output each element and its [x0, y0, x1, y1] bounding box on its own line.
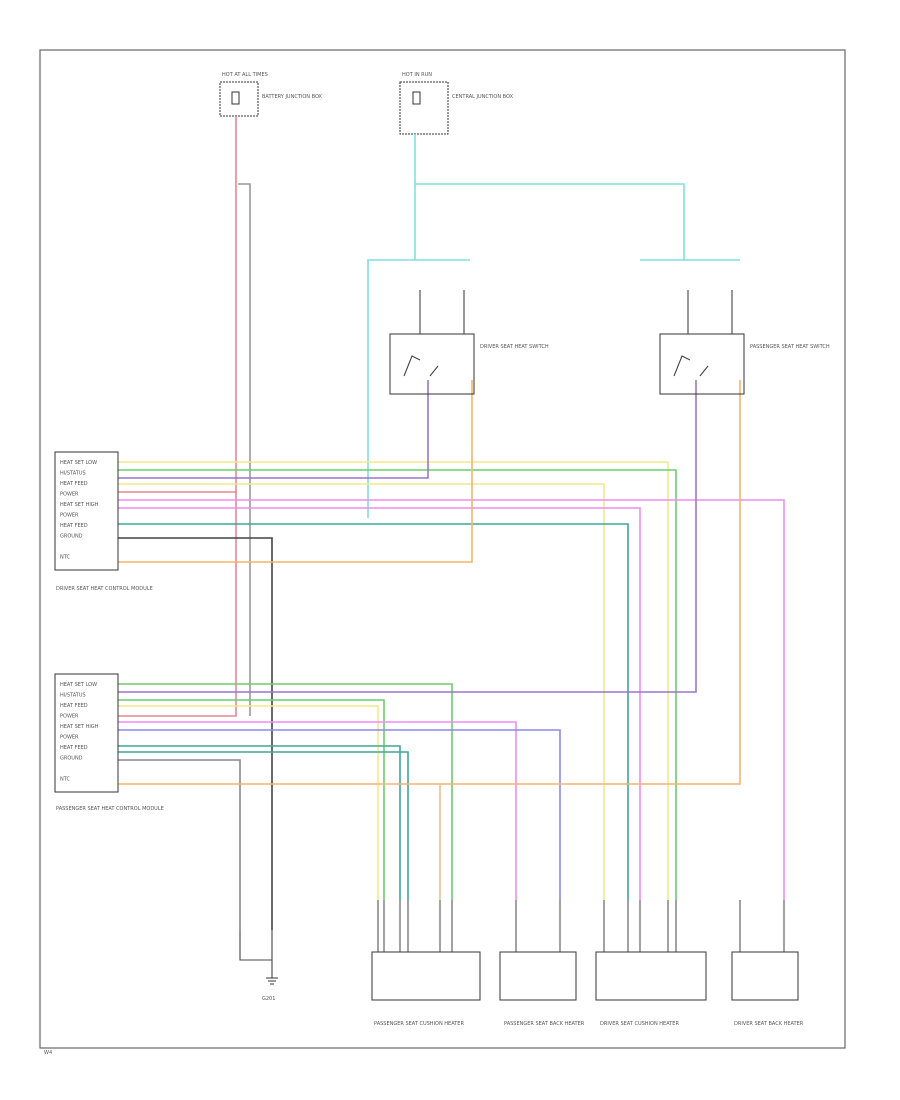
ground-label: G201 [262, 996, 275, 1002]
module-pin-label: HI/STATUS [60, 693, 86, 699]
driver-seat-heat-switch: DRIVER SEAT HEAT SWITCH [389, 290, 549, 395]
module-pin-label: HEAT FEED [60, 745, 88, 751]
seat2-label: PASSENGER SEAT BACK HEATER [504, 1021, 585, 1027]
pass-switch-label: PASSENGER SEAT HEAT SWITCH [750, 344, 830, 350]
footer-code: W4 [44, 1050, 52, 1056]
battery-fuse-label: BATTERY JUNCTION BOX [262, 94, 323, 100]
passenger-seat-heat-module: HEAT SET LOW HI/STATUS HEAT FEED POWER HEAT … [54, 673, 164, 812]
passenger-cushion-heater: PASSENGER SEAT CUSHION HEATER [371, 951, 481, 1027]
seat3-label: DRIVER SEAT CUSHION HEATER [600, 1021, 679, 1027]
seat4-label: DRIVER SEAT BACK HEATER [734, 1021, 804, 1027]
driver-seat-heat-module: HEAT SET LOW HI/STATUS HEAT FEED POWER HEAT … [54, 451, 153, 592]
module-pin-label: NTC [60, 777, 71, 783]
driver-cushion-heater: DRIVER SEAT CUSHION HEATER [595, 951, 707, 1027]
module-pin-label: GROUND [60, 534, 83, 540]
module-pin-label: HI/STATUS [60, 471, 86, 477]
module-pin-label: NTC [60, 555, 71, 561]
driver-module-pins: HEAT SET LOW HI/STATUS HEAT FEED POWER HEAT … [60, 460, 99, 561]
ground-point: G201 [239, 930, 278, 1002]
module-pin-label: POWER [60, 513, 79, 519]
central-fuse-block: HOT IN RUN CENTRAL JUNCTION BOX [399, 72, 514, 135]
module-pin-label: HEAT SET LOW [60, 460, 97, 466]
module-pin-label: POWER [60, 714, 79, 720]
passenger-back-heater: PASSENGER SEAT BACK HEATER [499, 951, 585, 1027]
central-fuse-label: CENTRAL JUNCTION BOX [452, 94, 514, 100]
fuse-left-header: HOT AT ALL TIMES [222, 72, 268, 78]
pass-module-pins: HEAT SET LOW HI/STATUS HEAT FEED POWER HEAT … [60, 682, 99, 783]
module-pin-label: HEAT FEED [60, 481, 88, 487]
module-pin-label: POWER [60, 735, 79, 741]
module-pin-label: GROUND [60, 756, 83, 762]
module-pin-label: HEAT SET HIGH [60, 724, 99, 730]
driver-back-heater: DRIVER SEAT BACK HEATER [731, 951, 804, 1027]
module-pin-label: POWER [60, 492, 79, 498]
seat1-label: PASSENGER SEAT CUSHION HEATER [374, 1021, 464, 1027]
passenger-seat-heat-switch: PASSENGER SEAT HEAT SWITCH [659, 290, 830, 395]
diagram-border [39, 49, 846, 1049]
pass-module-label: PASSENGER SEAT HEAT CONTROL MODULE [56, 806, 164, 812]
driver-switch-label: DRIVER SEAT HEAT SWITCH [480, 344, 549, 350]
battery-fuse-block: HOT AT ALL TIMES BATTERY JUNCTION BOX [219, 72, 323, 117]
module-pin-label: HEAT SET HIGH [60, 502, 99, 508]
heater-connectors [377, 900, 785, 952]
fuse-right-header: HOT IN RUN [402, 72, 432, 78]
driver-module-label: DRIVER SEAT HEAT CONTROL MODULE [56, 586, 153, 592]
module-pin-label: HEAT FEED [60, 703, 88, 709]
module-pin-label: HEAT FEED [60, 523, 88, 529]
module-pin-label: HEAT SET LOW [60, 682, 97, 688]
